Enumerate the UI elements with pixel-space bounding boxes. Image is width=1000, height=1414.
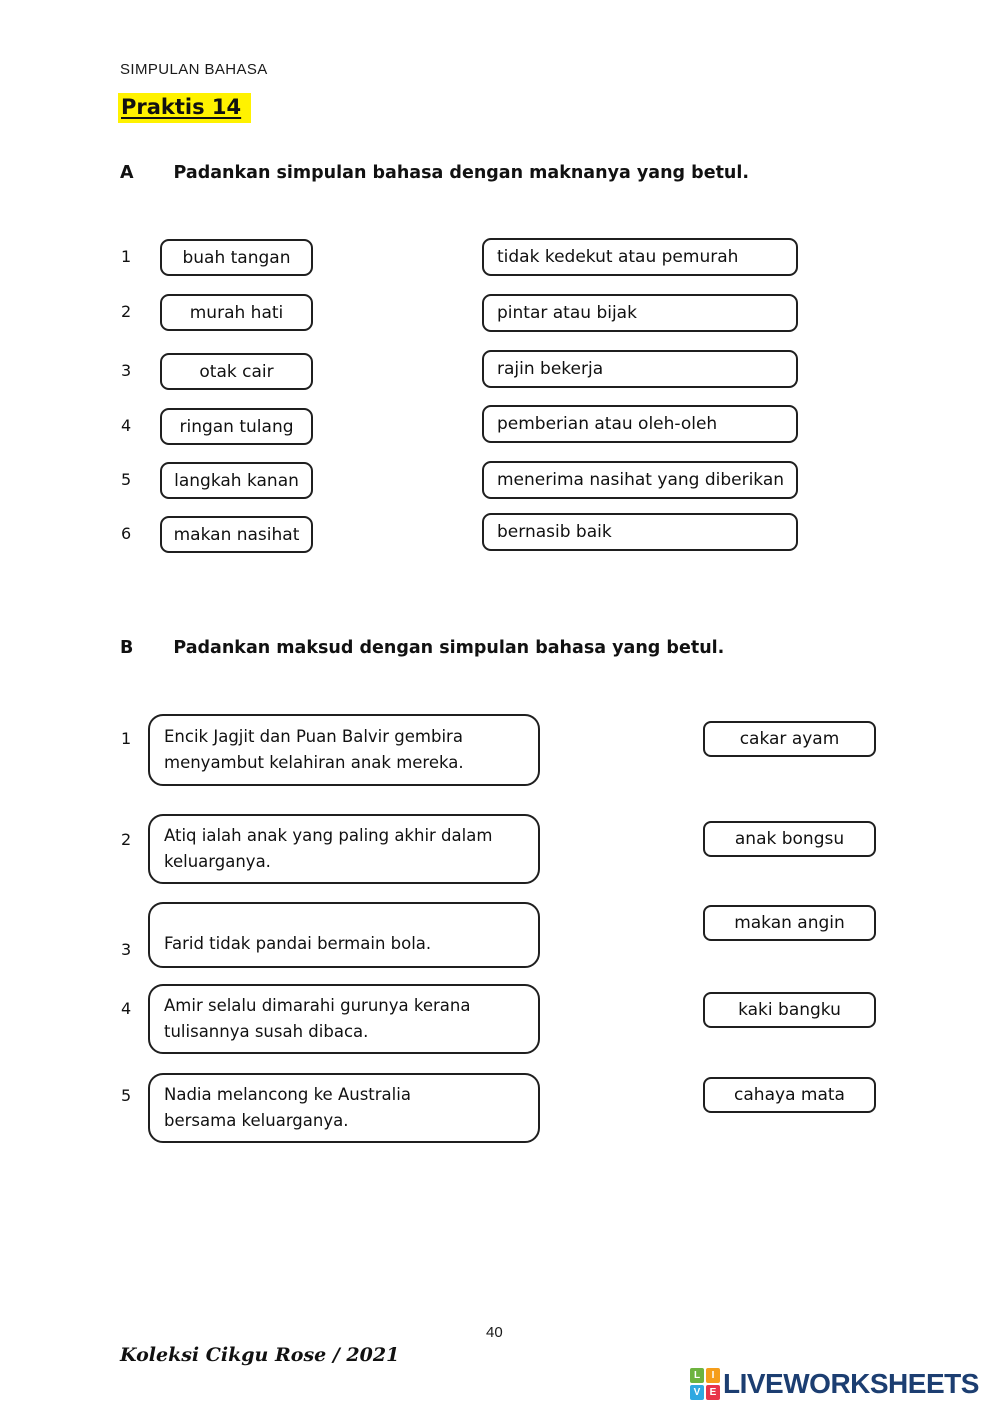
item-number: 2 xyxy=(121,302,132,321)
idiom-label: murah hati xyxy=(189,302,284,323)
sentence-text: Nadia melancong ke Australia bersama kel… xyxy=(164,1085,411,1130)
section-b-instruction: Padankan maksud dengan simpulan bahasa y… xyxy=(173,638,725,658)
section-a-instruction: Padankan simpulan bahasa dengan maknanya… xyxy=(173,163,750,183)
liveworksheets-logo[interactable]: L I V E LIVEWORKSHEETS xyxy=(690,1368,979,1400)
idiom-box[interactable]: ringan tulang xyxy=(160,408,313,445)
meaning-label: tidak kedekut atau pemurah xyxy=(497,247,739,267)
idiom-answer-box[interactable]: kaki bangku xyxy=(703,992,876,1028)
idiom-label: anak bongsu xyxy=(734,829,845,849)
sentence-text: Farid tidak pandai bermain bola. xyxy=(164,934,432,954)
idiom-answer-box[interactable]: cakar ayam xyxy=(703,721,876,757)
idiom-label: langkah kanan xyxy=(174,470,299,491)
idiom-answer-box[interactable]: makan angin xyxy=(703,905,876,941)
sentence-box[interactable]: Amir selalu dimarahi gurunya kerana tuli… xyxy=(148,984,540,1054)
item-number: 2 xyxy=(121,830,132,849)
item-number: 5 xyxy=(121,470,132,489)
logo-square-i-icon: I xyxy=(706,1368,720,1383)
idiom-label: makan nasihat xyxy=(173,524,300,545)
meaning-box[interactable]: pemberian atau oleh-oleh xyxy=(482,405,798,443)
section-a-heading: A Padankan simpulan bahasa dengan maknan… xyxy=(120,163,749,183)
practice-label: Praktis 14 xyxy=(118,93,252,123)
meaning-label: bernasib baik xyxy=(497,522,612,542)
logo-wordmark: LIVEWORKSHEETS xyxy=(723,1368,979,1399)
section-b-letter: B xyxy=(120,638,134,658)
meaning-box[interactable]: menerima nasihat yang diberikan xyxy=(482,461,798,499)
page-number: 40 xyxy=(486,1324,503,1341)
meaning-label: menerima nasihat yang diberikan xyxy=(497,470,785,490)
sentence-box[interactable]: Farid tidak pandai bermain bola. xyxy=(148,902,540,968)
sentence-box[interactable]: Atiq ialah anak yang paling akhir dalam … xyxy=(148,814,540,884)
section-b-heading: B Padankan maksud dengan simpulan bahasa… xyxy=(120,638,724,658)
idiom-label: otak cair xyxy=(199,361,274,382)
logo-square-l-icon: L xyxy=(690,1368,704,1383)
item-number: 1 xyxy=(121,247,132,266)
sentence-text: Encik Jagjit dan Puan Balvir gembira men… xyxy=(164,727,464,772)
idiom-label: buah tangan xyxy=(182,247,291,268)
idiom-label: makan angin xyxy=(734,913,845,933)
liveworksheets-logo-icon: L I V E xyxy=(690,1368,720,1400)
idiom-label: ringan tulang xyxy=(179,416,294,437)
item-number: 5 xyxy=(121,1086,132,1105)
idiom-label: cakar ayam xyxy=(739,729,840,749)
sentence-box[interactable]: Encik Jagjit dan Puan Balvir gembira men… xyxy=(148,714,540,786)
item-number: 4 xyxy=(121,416,132,435)
section-a-letter: A xyxy=(120,163,134,183)
meaning-label: pemberian atau oleh-oleh xyxy=(497,414,718,434)
meaning-box[interactable]: pintar atau bijak xyxy=(482,294,798,332)
item-number: 3 xyxy=(121,940,132,959)
item-number: 3 xyxy=(121,361,132,380)
idiom-box[interactable]: buah tangan xyxy=(160,239,313,276)
sentence-text: Atiq ialah anak yang paling akhir dalam … xyxy=(164,826,493,871)
credit-text: Koleksi Cikgu Rose / 2021 xyxy=(120,1344,400,1366)
meaning-label: pintar atau bijak xyxy=(497,303,637,323)
document-title: SIMPULAN BAHASA xyxy=(120,61,268,78)
logo-square-e-icon: E xyxy=(706,1385,720,1400)
meaning-label: rajin bekerja xyxy=(497,359,604,379)
sentence-box[interactable]: Nadia melancong ke Australia bersama kel… xyxy=(148,1073,540,1143)
idiom-box[interactable]: murah hati xyxy=(160,294,313,331)
idiom-answer-box[interactable]: cahaya mata xyxy=(703,1077,876,1113)
item-number: 6 xyxy=(121,524,132,543)
meaning-box[interactable]: tidak kedekut atau pemurah xyxy=(482,238,798,276)
idiom-box[interactable]: makan nasihat xyxy=(160,516,313,553)
meaning-box[interactable]: rajin bekerja xyxy=(482,350,798,388)
idiom-box[interactable]: otak cair xyxy=(160,353,313,390)
meaning-box[interactable]: bernasib baik xyxy=(482,513,798,551)
item-number: 4 xyxy=(121,999,132,1018)
sentence-text: Amir selalu dimarahi gurunya kerana tuli… xyxy=(164,996,471,1041)
idiom-box[interactable]: langkah kanan xyxy=(160,462,313,499)
idiom-label: cahaya mata xyxy=(734,1085,845,1105)
idiom-label: kaki bangku xyxy=(738,1000,841,1020)
idiom-answer-box[interactable]: anak bongsu xyxy=(703,821,876,857)
item-number: 1 xyxy=(121,729,132,748)
logo-square-v-icon: V xyxy=(690,1385,704,1400)
